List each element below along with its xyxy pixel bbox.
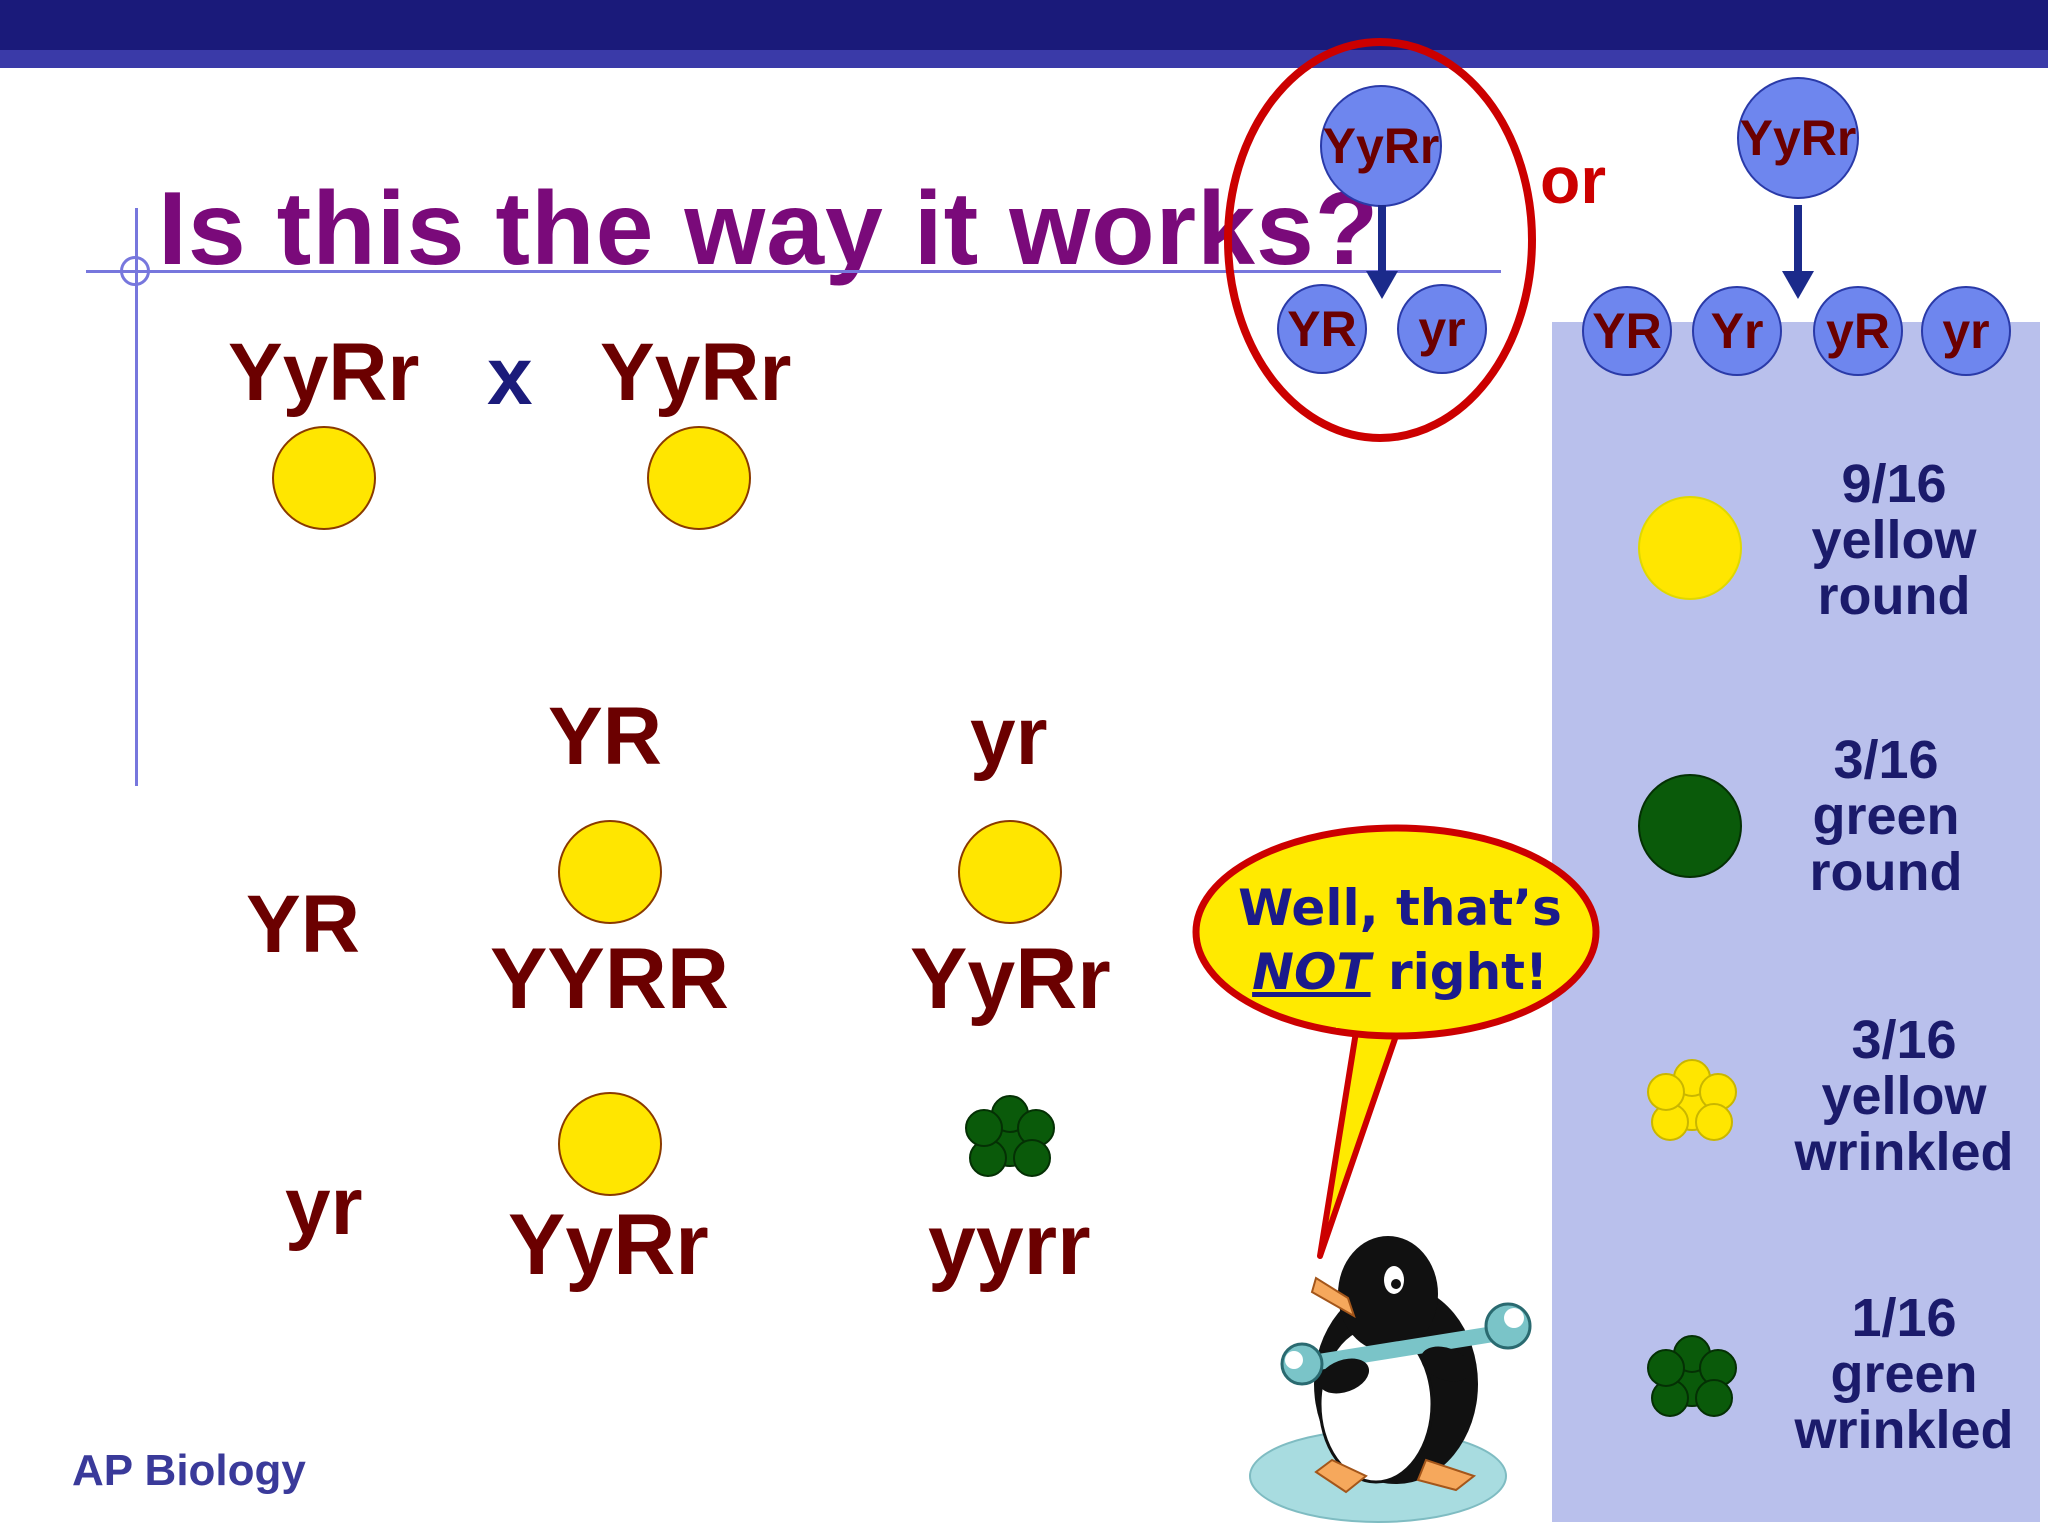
circled-gamete-1: YR bbox=[1277, 284, 1367, 374]
ratio-3-shape: wrinkled bbox=[1794, 1122, 2014, 1182]
parent2-genotype: YyRr bbox=[600, 327, 792, 418]
ratio-2-fraction: 3/16 bbox=[1833, 730, 1939, 790]
ratio-2-label: 3/16 green round bbox=[1776, 732, 1996, 900]
ratio-1-label: 9/16 yellow round bbox=[1784, 456, 2004, 624]
punnett-cell-3-genotype: YyRr bbox=[508, 1197, 709, 1293]
ratio-3-label: 3/16 yellow wrinkled bbox=[1784, 1012, 2024, 1180]
ratio-1-fraction: 9/16 bbox=[1841, 454, 1947, 514]
ratio-4-label: 1/16 green wrinkled bbox=[1784, 1290, 2024, 1458]
parent1-genotype: YyRr bbox=[228, 327, 420, 418]
wrench-icon bbox=[1280, 1302, 1532, 1386]
red-highlight-ellipse bbox=[1224, 38, 1536, 442]
penguin-icon bbox=[1249, 1236, 1532, 1523]
ratio-2-shape: round bbox=[1809, 842, 1963, 902]
ratio-3-fraction: 3/16 bbox=[1851, 1010, 1957, 1070]
alt-gamete-4: yr bbox=[1921, 286, 2011, 376]
ratio-1-shape: round bbox=[1817, 566, 1971, 626]
parent1-pea-yellow-round bbox=[272, 426, 376, 530]
title-underline bbox=[86, 270, 1501, 273]
punnett-col-header-2: yr bbox=[970, 691, 1048, 782]
or-label: or bbox=[1540, 143, 1606, 217]
ratio-3-color: yellow bbox=[1821, 1066, 1987, 1126]
speech-not-emphasis: NOT bbox=[1252, 943, 1371, 1001]
speech-bubble bbox=[1192, 824, 1600, 1259]
speech-rest: right! bbox=[1370, 943, 1548, 1001]
punnett-cell-4-genotype: yyrr bbox=[928, 1197, 1091, 1293]
alt-parent-cell: YyRr bbox=[1737, 77, 1859, 199]
cross-operator: x bbox=[487, 331, 533, 422]
ratio-3-pea-yellow-wrinkled bbox=[1647, 1059, 1737, 1141]
alt-gamete-3: yR bbox=[1813, 286, 1903, 376]
speech-bubble-text: Well, that’s NOT right! bbox=[1230, 876, 1570, 1004]
ratio-1-pea-yellow-round bbox=[1638, 496, 1742, 600]
ratio-4-shape: wrinkled bbox=[1794, 1400, 2014, 1460]
ratio-1-color: yellow bbox=[1811, 510, 1977, 570]
punnett-cell-2-pea-yellow-round bbox=[958, 820, 1062, 924]
slide-title: Is this the way it works? bbox=[158, 171, 1380, 287]
ratio-4-fraction: 1/16 bbox=[1851, 1288, 1957, 1348]
circled-gamete-2: yr bbox=[1397, 284, 1487, 374]
header-bar-stripe bbox=[0, 50, 2048, 68]
punnett-cell-4-pea-green-wrinkled bbox=[965, 1095, 1055, 1177]
punnett-cell-1-genotype: YYRR bbox=[490, 931, 729, 1027]
punnett-row-header-2: yr bbox=[285, 1161, 363, 1252]
ratio-2-color: green bbox=[1812, 786, 1960, 846]
alt-gamete-1: YR bbox=[1582, 286, 1672, 376]
parent2-pea-yellow-round bbox=[647, 426, 751, 530]
arrow-down-icon bbox=[1366, 205, 1398, 299]
ratio-4-pea-green-wrinkled bbox=[1647, 1335, 1737, 1417]
speech-line-1: Well, that’s bbox=[1238, 879, 1562, 937]
circled-parent-cell: YyRr bbox=[1320, 85, 1442, 207]
arrow-down-icon bbox=[1782, 205, 1814, 299]
footer-label: AP Biology bbox=[72, 1446, 306, 1495]
speech-line-2: NOT right! bbox=[1230, 940, 1570, 1004]
phenotype-ratio-panel bbox=[1552, 322, 2040, 1522]
header-bar bbox=[0, 0, 2048, 50]
ratio-2-pea-green-round bbox=[1638, 774, 1742, 878]
crosshair-ornament bbox=[120, 256, 150, 286]
punnett-cell-2-genotype: YyRr bbox=[910, 931, 1111, 1027]
alt-gamete-2: Yr bbox=[1692, 286, 1782, 376]
punnett-col-header-1: YR bbox=[548, 691, 662, 782]
ratio-4-color: green bbox=[1830, 1344, 1978, 1404]
punnett-cell-3-pea-yellow-round bbox=[558, 1092, 662, 1196]
punnett-cell-1-pea-yellow-round bbox=[558, 820, 662, 924]
margin-line bbox=[135, 208, 138, 786]
punnett-row-header-1: YR bbox=[246, 879, 360, 970]
